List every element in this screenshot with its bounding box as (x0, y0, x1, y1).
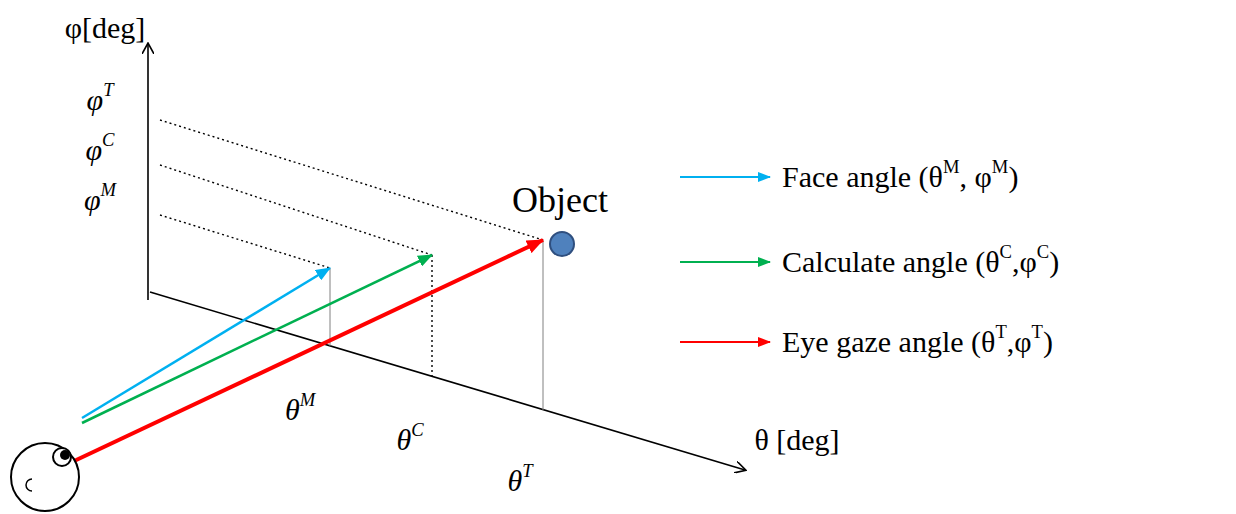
projection-lines (160, 120, 543, 376)
phi-axis (147, 44, 149, 300)
legend-text: Face angle (θM, φM) (782, 162, 1018, 192)
legend-text: Calculate angle (θC,φC) (782, 247, 1059, 277)
object-label: Object (512, 182, 608, 218)
eye-gaze-arrow (72, 240, 543, 462)
axis-tick-label: θT (507, 466, 532, 496)
legend-arrow (680, 261, 770, 263)
axis-label: θ [deg] (754, 425, 839, 455)
axis-tick-label: θM (285, 395, 315, 425)
axis-tick-label: φM (84, 185, 116, 215)
head-figure (11, 443, 79, 511)
axis-label: φ[deg] (65, 13, 146, 43)
axis-tick-label: φT (87, 85, 114, 115)
legend-arrow (680, 176, 770, 178)
object-dot (550, 232, 574, 256)
axis-tick-label: θC (396, 425, 423, 455)
calculated-angle-arrow (82, 255, 432, 423)
legend-arrow (680, 341, 770, 343)
legend-text: Eye gaze angle (θT,φT) (782, 327, 1053, 357)
axis-tick-label: φC (85, 135, 114, 165)
